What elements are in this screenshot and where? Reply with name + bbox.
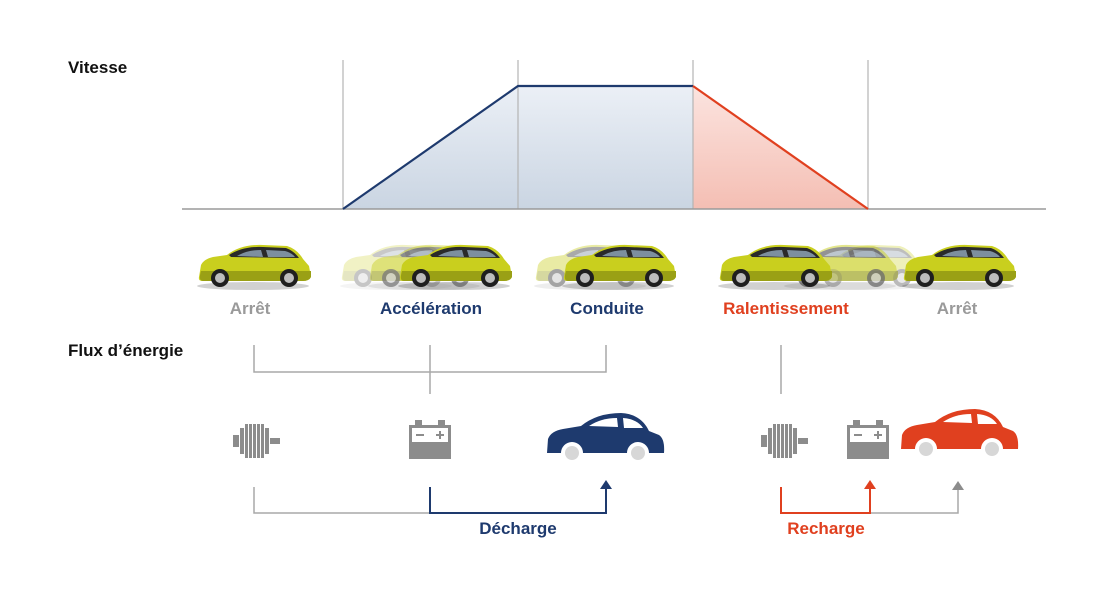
discharge-label: Décharge — [479, 519, 557, 538]
vehicle-recharge-icon — [901, 409, 1019, 460]
electric-motor-icon — [233, 424, 280, 458]
phase-label-stop: Arrêt — [936, 299, 978, 318]
discharge-flow-arrows — [253, 480, 612, 514]
phase-label-stop: Arrêt — [229, 299, 271, 318]
recharge-flow-arrows — [780, 480, 964, 514]
recharge-label: Recharge — [787, 519, 865, 538]
speed-line-red — [692, 85, 869, 210]
arrow-up-icon — [600, 480, 612, 489]
speed-row-label: Vitesse — [68, 58, 128, 77]
phase-label-deceleration: Ralentissement — [723, 299, 849, 318]
battery-icon — [409, 420, 451, 459]
speed-profile-chart — [182, 60, 1046, 210]
vehicle-discharge-icon — [547, 413, 665, 464]
car-stop-icon — [197, 244, 311, 290]
battery-icon — [847, 420, 889, 459]
energy-flow-row-label: Flux d’énergie — [68, 341, 184, 360]
speed-line-blue — [342, 84, 693, 210]
arrow-up-icon — [952, 481, 964, 490]
arrow-up-icon — [864, 480, 876, 489]
phase-label-cruise: Conduite — [570, 299, 644, 318]
car-decel-icon — [718, 244, 832, 290]
electric-motor-icon — [761, 424, 808, 458]
car-row — [197, 244, 1016, 290]
energy-flow-connectors — [253, 345, 782, 394]
car-stop-icon — [902, 244, 1016, 290]
phase-label-acceleration: Accélération — [379, 299, 483, 318]
